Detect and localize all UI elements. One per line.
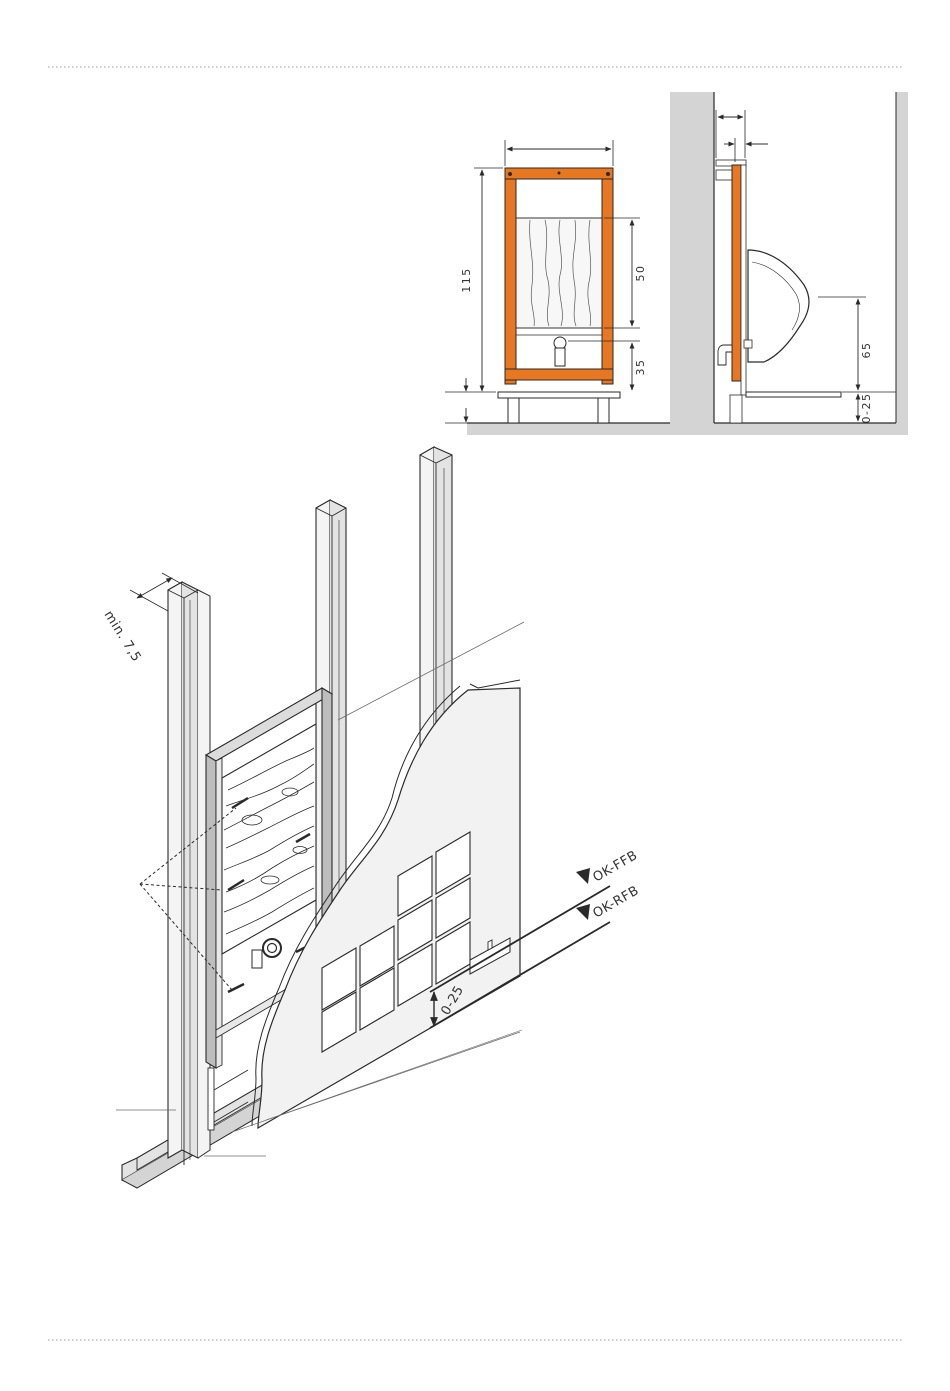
front-base-plate [498, 392, 620, 398]
side-right-wall [896, 92, 908, 435]
iso-label-ok-ffb: OK-FFB [591, 848, 641, 885]
front-dim-50-text: 50 [634, 265, 647, 282]
front-floor [467, 423, 670, 435]
triangle-level-marker-icon [576, 904, 590, 920]
side-floor [714, 423, 908, 435]
iso-dim-min-depth [137, 578, 172, 598]
front-frame-left-post [505, 168, 516, 384]
side-dim-65-text: 65 [860, 342, 873, 359]
side-wall [670, 92, 714, 435]
triangle-level-marker-icon [576, 868, 590, 884]
isometric-view: OK-FFB OK-RFB 0-25 min. 7,5 [101, 447, 642, 1188]
front-dim-115-text: 115 [460, 267, 473, 293]
side-view: 65 0-25 [670, 92, 908, 435]
front-foot-right [598, 398, 609, 423]
front-frame-right-post [602, 168, 613, 384]
side-dim-0-25-text: 0-25 [860, 393, 873, 424]
front-foot-left [508, 398, 519, 423]
iso-stud-left [168, 582, 182, 1158]
iso-label-ok-rfb: OK-RFB [591, 883, 642, 921]
front-outlet-pipe [554, 337, 566, 349]
front-frame-bottom-rail [505, 369, 613, 380]
iso-outlet-pipe [263, 939, 281, 957]
side-frame-post [732, 165, 741, 381]
front-view: 115 50 35 [445, 140, 670, 435]
iso-dim-min-7-5-text: min. 7,5 [101, 608, 144, 665]
front-dim-35-text: 35 [634, 359, 647, 376]
